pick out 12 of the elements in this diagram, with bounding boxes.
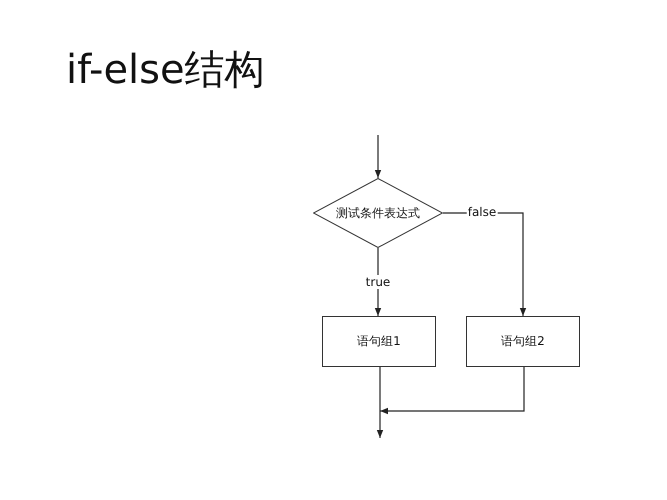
process-box — [466, 316, 580, 367]
node-text: 语句组2 — [501, 333, 545, 350]
arrow — [376, 367, 384, 438]
arrow — [380, 367, 525, 414]
decision-diamond — [313, 178, 443, 248]
process-box — [322, 316, 436, 367]
arrow — [374, 135, 382, 178]
node-text: 语句组1 — [357, 333, 401, 350]
edge-label: false — [466, 205, 498, 219]
edge-label: true — [364, 275, 392, 289]
title: if-else结构 — [66, 46, 265, 95]
node-text: 测试条件表达式 — [336, 204, 420, 222]
